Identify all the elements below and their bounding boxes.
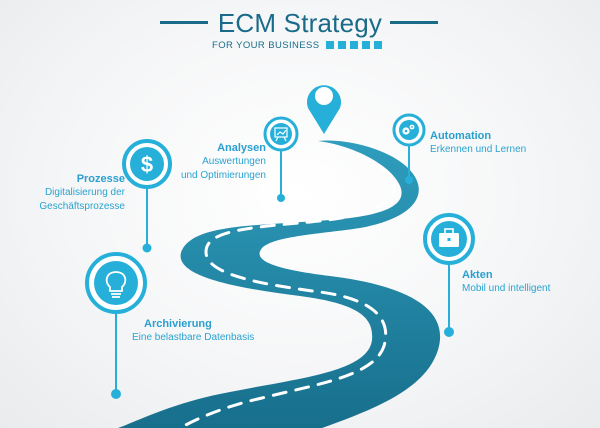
automation-title: Automation	[430, 130, 492, 142]
automation-marker	[392, 113, 426, 184]
prozesse-desc-1: Digitalisierung der	[44, 187, 125, 198]
subtitle-squares	[326, 41, 382, 49]
chart-board-icon	[274, 127, 288, 142]
winding-road	[118, 140, 441, 428]
analysen-title: Analysen	[217, 142, 266, 154]
dollar-icon: $	[141, 152, 153, 177]
title-line-right	[390, 21, 438, 24]
analysen-desc-1: Auswertungen	[202, 156, 266, 167]
title-decoration	[160, 21, 438, 49]
road-surface	[118, 140, 441, 428]
analysen-marker	[263, 116, 299, 202]
prozesse-label: Prozesse Digitalisierung der Geschäftspr…	[20, 172, 125, 214]
akten-label: Akten Mobil und intelligent	[462, 268, 582, 296]
automation-label: Automation Erkennen und Lernen	[430, 129, 550, 157]
prozesse-marker: $	[122, 139, 172, 253]
road-center-line	[178, 146, 396, 428]
page-subtitle: FOR YOUR BUSINESS	[212, 40, 320, 51]
goal-map-pin-icon	[307, 85, 341, 134]
akten-marker	[423, 213, 475, 337]
analysen-desc-2: und Optimierungen	[180, 170, 266, 181]
prozesse-desc-2: Geschäftsprozesse	[39, 201, 125, 212]
prozesse-title: Prozesse	[76, 173, 125, 185]
akten-desc-1: Mobil und intelligent	[462, 283, 551, 294]
gears-icon	[402, 124, 415, 135]
page-title: ECM Strategy	[217, 8, 383, 38]
lightbulb-icon	[105, 271, 127, 298]
archivierung-title: Archivierung	[144, 318, 212, 330]
akten-title: Akten	[462, 269, 493, 281]
archivierung-label: Archivierung Eine belastbare Datenbasis	[132, 317, 282, 345]
archivierung-marker	[85, 252, 147, 399]
archivierung-desc-1: Eine belastbare Datenbasis	[132, 332, 255, 343]
briefcase-icon	[439, 228, 459, 247]
title-line-left	[160, 21, 208, 24]
automation-desc-1: Erkennen und Lernen	[430, 144, 527, 155]
analysen-label: Analysen Auswertungen und Optimierungen	[168, 141, 266, 183]
